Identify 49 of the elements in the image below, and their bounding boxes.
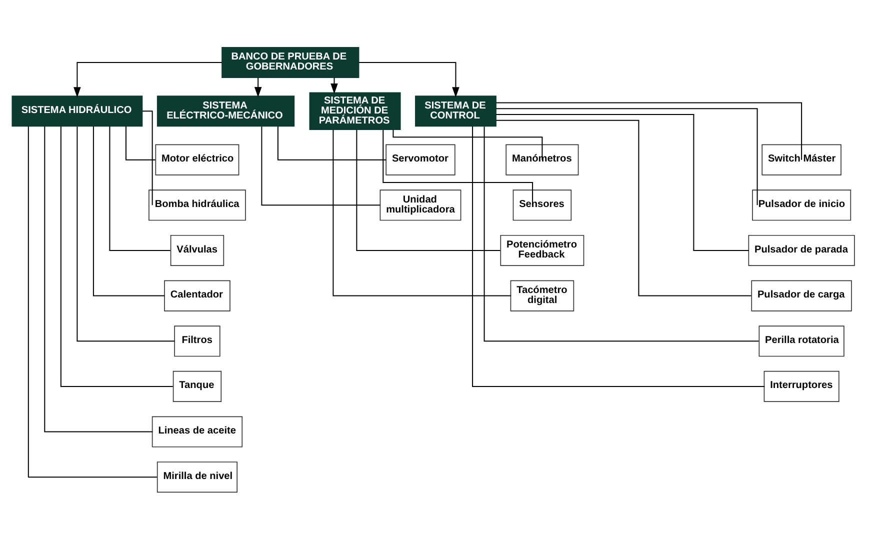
node-box: BANCO DE PRUEBA DE GOBERNADORES: [222, 46, 360, 78]
connector: [109, 126, 170, 251]
connector: [60, 126, 173, 387]
connector: [44, 126, 153, 432]
node-box: Válvulas: [170, 234, 224, 266]
connector: [76, 126, 175, 342]
node-box: Filtros: [174, 326, 220, 357]
connector: [332, 130, 512, 296]
node-box: Interruptores: [764, 370, 840, 402]
node-box: Bomba hidráulica: [148, 190, 246, 221]
node-box: Tacómetro digital: [510, 280, 574, 312]
node-box: SISTEMA HIDRÁULICO: [12, 96, 143, 127]
node-box: SISTEMA ELÉCTRICO-MECÁNICO: [156, 96, 295, 127]
connector: [484, 126, 759, 342]
connector: [142, 110, 153, 206]
node-box: Calentador: [164, 280, 230, 312]
node-box: Tanque: [172, 370, 222, 402]
connector: [496, 108, 758, 206]
connector: [392, 130, 543, 160]
node-box: Switch Máster: [762, 144, 842, 176]
node-box: Unidad multiplicadora: [380, 190, 462, 221]
node-box: Pulsador de carga: [751, 280, 852, 312]
node-box: Manómetros: [506, 144, 579, 176]
connector: [277, 126, 386, 160]
node-box: Perilla rotatoria: [758, 326, 844, 357]
connector: [496, 114, 749, 251]
arrow: [254, 78, 262, 98]
connector: [496, 120, 752, 296]
node-box: Pulsador de parada: [748, 234, 855, 266]
connector: [28, 126, 157, 478]
connector: [472, 126, 765, 387]
connector: [125, 126, 156, 160]
arrow: [358, 62, 460, 98]
node-box: Servomotor: [386, 144, 456, 176]
arrow: [74, 62, 222, 98]
node-box: Potenciómetro Feedback: [500, 234, 584, 266]
connector: [92, 126, 164, 296]
node-box: Pulsador de inicio: [752, 190, 852, 221]
arrow: [330, 78, 338, 94]
node-box: Sensores: [512, 190, 572, 221]
node-box: Motor eléctrico: [155, 144, 240, 176]
node-box: SISTEMA DE MEDICIÓN DE PARÁMETROS: [309, 92, 401, 130]
connector: [356, 130, 500, 251]
node-box: SISTEMA DE CONTROL: [415, 96, 496, 127]
node-box: Mirilla de nivel: [156, 462, 238, 493]
connector: [496, 102, 802, 160]
connector: [382, 130, 534, 206]
node-box: Lineas de aceite: [152, 416, 243, 448]
connector: [261, 126, 380, 206]
